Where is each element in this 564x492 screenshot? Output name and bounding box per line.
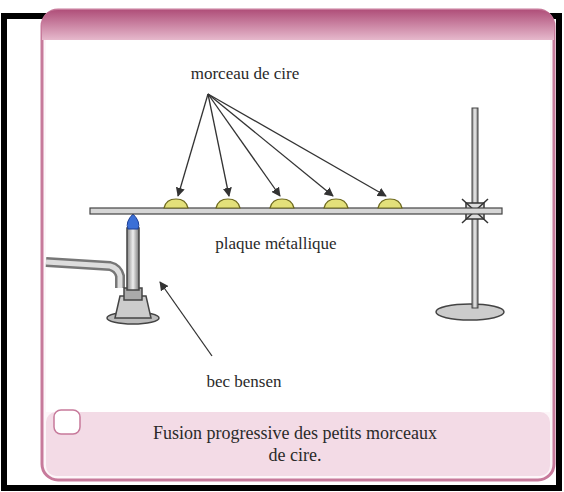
stand-base	[436, 304, 504, 320]
metal-plate	[90, 208, 502, 214]
card-ground	[46, 40, 550, 412]
gas-hose	[46, 262, 120, 288]
gas-hose	[46, 262, 120, 288]
wax-label: morceau de cire	[191, 64, 300, 84]
outer-frame	[4, 16, 559, 488]
flame	[127, 214, 139, 229]
burner-label: bec bensen	[206, 372, 281, 392]
wax-pieces	[164, 199, 402, 208]
card	[42, 10, 554, 480]
burner-tube	[127, 228, 139, 290]
leader-arrows	[160, 94, 386, 356]
figure-tag	[54, 410, 80, 434]
top-band	[42, 10, 554, 40]
plate-label: plaque métallique	[215, 234, 336, 254]
figure-caption: Fusion progressive des petits morceaux d…	[150, 422, 440, 467]
caption-band	[46, 412, 550, 476]
